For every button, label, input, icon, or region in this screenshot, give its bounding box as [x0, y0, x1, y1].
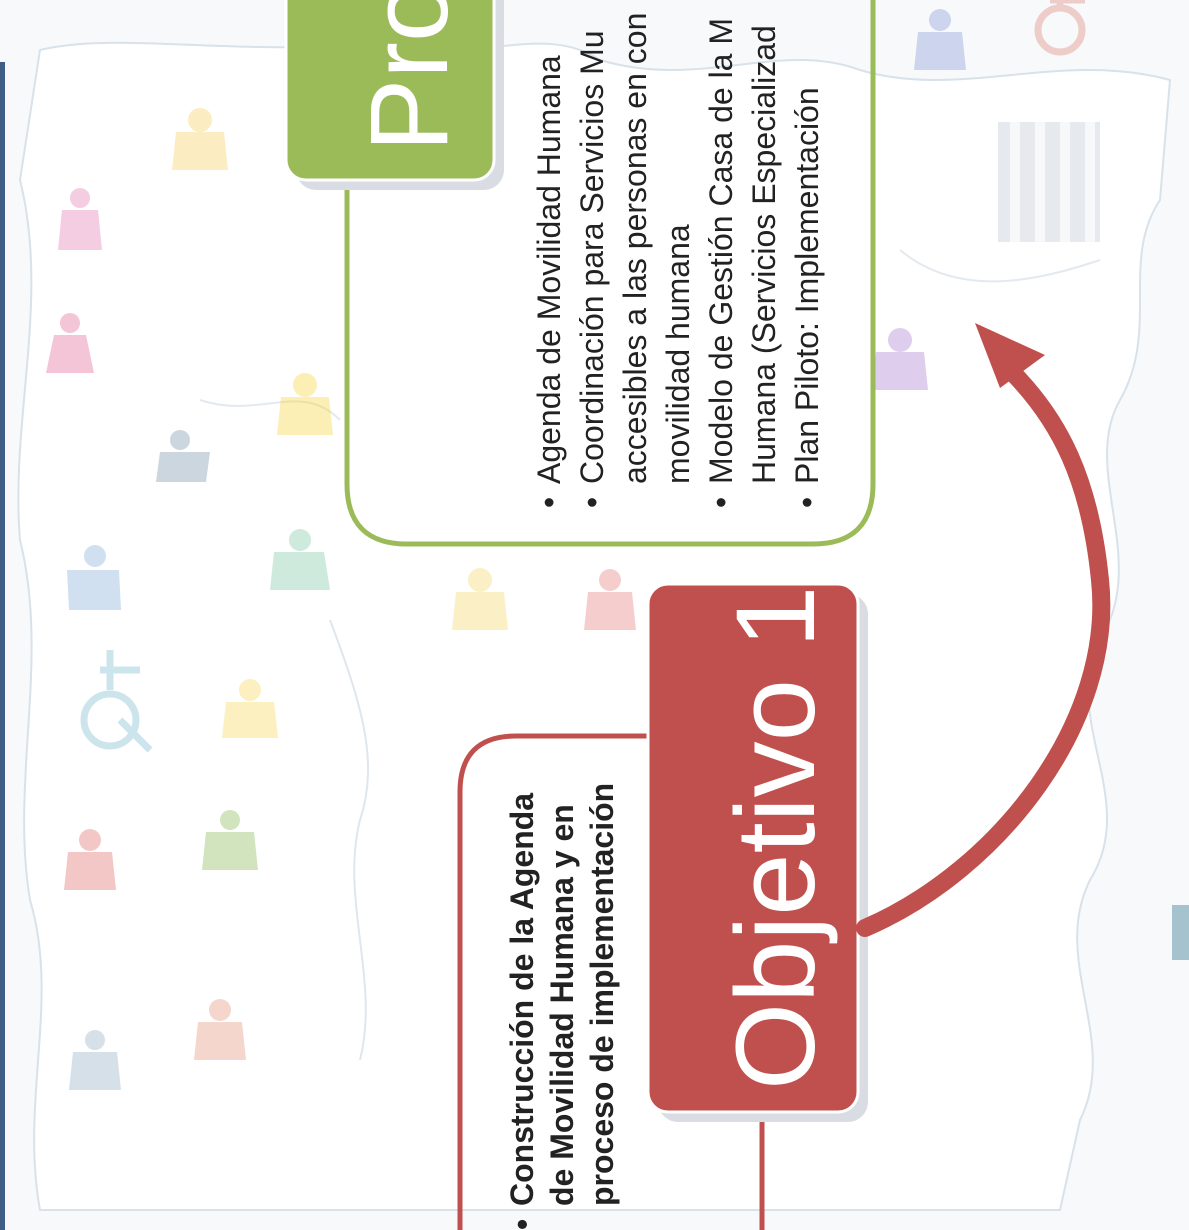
products-bullet-1: Agenda de Movilidad Humana: [528, 0, 571, 508]
people-silhouette-icon: [46, 9, 966, 1090]
products-title: Pro: [348, 0, 471, 152]
products-bullet-3: Modelo de Gestión Casa de la M Humana (S…: [700, 0, 786, 508]
products-bullets: Agenda de Movilidad Humana Coordinación …: [528, 0, 829, 508]
products-bullet-4: Plan Piloto: Implementación: [786, 0, 829, 508]
objective-title: Objetivo 1: [713, 585, 838, 1090]
wheelchair-icon: [80, 650, 153, 753]
prison-icon: [998, 122, 1100, 242]
slide-left-border: [0, 62, 5, 1230]
products-bullet-2: Coordinación para Servicios Mu accesible…: [571, 0, 700, 508]
objective-bullets: Construcción de la Agenda de Movilidad H…: [502, 780, 622, 1230]
objective-bullet: Construcción de la Agenda de Movilidad H…: [502, 780, 622, 1230]
corner-tab: [1172, 905, 1189, 960]
wheelchair-icon: [1034, 0, 1086, 56]
